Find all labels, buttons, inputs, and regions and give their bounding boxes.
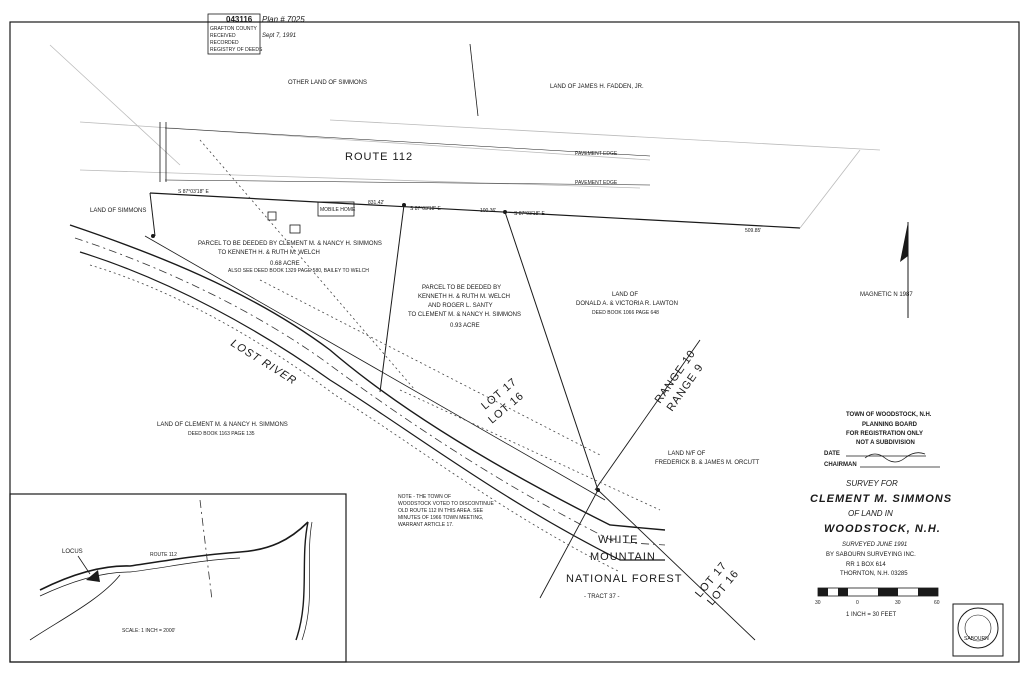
structures: MOBILE HOME [151, 122, 600, 492]
locus-label: LOCUS [62, 549, 83, 555]
north-arrow: MAGNETIC N 1987 [860, 222, 913, 318]
distance: 831.42' [368, 200, 384, 206]
label-national-forest: NATIONAL FOREST [566, 573, 682, 585]
stamp-line: RECEIVED [210, 33, 236, 39]
pavement-label: PAVEMENT EDGE [575, 180, 618, 186]
parcel2-line: PARCEL TO BE DEEDED BY [422, 285, 501, 291]
stamp-handwritten: Plan # 7025 [262, 15, 305, 24]
title-town: WOODSTOCK, N.H. [824, 523, 941, 535]
recording-stamp: 043116 GRAFTON COUNTY RECEIVED RECORDED … [207, 13, 305, 55]
scale-text: 1 INCH = 30 FEET [846, 612, 897, 618]
lost-river [69, 224, 666, 573]
scale-bar: 30 0 30 60 1 INCH = 30 FEET [815, 587, 940, 618]
route-label: ROUTE 112 [345, 151, 413, 163]
magnetic-label: MAGNETIC N 1987 [860, 292, 913, 298]
pb-town: TOWN OF WOODSTOCK, N.H. [846, 412, 932, 418]
clement-line: DEED BOOK 1163 PAGE 135 [188, 431, 255, 437]
mobile-home-label: MOBILE HOME [320, 207, 356, 213]
clement-line: LAND OF CLEMENT M. & NANCY H. SIMMONS [157, 422, 288, 428]
title-surveyed: SURVEYED JUNE 1991 [842, 542, 907, 548]
scale-tick: 60 [934, 600, 940, 606]
label-other-land: OTHER LAND OF SIMMONS [288, 80, 367, 86]
label-fadden: LAND OF JAMES H. FADDEN, JR. [550, 84, 644, 90]
stamp-line: REGISTRY OF DEEDS [210, 47, 263, 53]
note-line: WOODSTOCK VOTED TO DISCONTINUE [398, 501, 495, 507]
title-survey-for: SURVEY FOR [846, 479, 898, 488]
sheet-border [9, 21, 1020, 663]
distance: 100.36' [480, 208, 496, 214]
locus-map: LOCUS ROUTE 112 SCALE: 1 INCH = 2000' [9, 493, 347, 663]
note-line: NOTE - THE TOWN OF [398, 494, 451, 500]
parcel2-line: KENNETH H. & RUTH M. WELCH [418, 294, 510, 300]
parcel2-line: AND ROGER L. SANTY [428, 303, 493, 309]
bearing: S 87°03'18" E [410, 206, 442, 212]
pb-chairman: CHAIRMAN [824, 462, 857, 468]
pb-nsub: NOT A SUBDIVISION [856, 440, 915, 446]
parcel1-line: 0.68 ACRE [270, 261, 300, 267]
pb-board: PLANNING BOARD [862, 422, 918, 428]
lawton-line: DONALD A. & VICTORIA R. LAWTON [576, 301, 678, 307]
distance: 509.85' [745, 228, 761, 234]
stamp-line: RECORDED [210, 40, 239, 46]
planning-board-stamp: TOWN OF WOODSTOCK, N.H. PLANNING BOARD F… [824, 412, 940, 468]
parcel2-line: 0.93 ACRE [450, 323, 480, 329]
scale-tick: 0 [856, 600, 859, 606]
orcutt-line: FREDERICK B. & JAMES M. ORCUTT [655, 460, 760, 466]
bearing: S 87°03'18" E [514, 211, 546, 217]
title-of-land: OF LAND IN [848, 509, 893, 518]
label-land-simmons: LAND OF SIMMONS [90, 208, 146, 214]
pb-reg: FOR REGISTRATION ONLY [846, 431, 923, 437]
note-line: OLD ROUTE 112 IN THIS AREA. SEE [398, 508, 484, 514]
stamp-date: Sept 7, 1991 [262, 33, 296, 39]
label-mountain: MOUNTAIN [590, 551, 656, 563]
surveyor-seal: SABOURN [952, 603, 1004, 657]
note-line: WARRANT ARTICLE 17. [398, 522, 453, 528]
stamp-number: 043116 [226, 15, 253, 24]
pavement-label: PAVEMENT EDGE [575, 151, 618, 157]
seal-text: SABOURN [964, 636, 989, 642]
pb-date: DATE [824, 451, 840, 457]
title-name: CLEMENT M. SIMMONS [810, 493, 952, 505]
title-by: BY SABOURN SURVEYING INC. [826, 552, 916, 558]
lawton-line: LAND OF [612, 292, 638, 298]
locus-scale: SCALE: 1 INCH = 2000' [122, 628, 175, 634]
stamp-line: GRAFTON COUNTY [210, 26, 258, 32]
label-white: WHITE [598, 534, 638, 546]
title-addr1: RR 1 BOX 614 [846, 562, 886, 568]
parcel1-note: ALSO SEE DEED BOOK 1329 PAGE 580, BAILEY… [228, 268, 369, 274]
parcel1-line: PARCEL TO BE DEEDED BY CLEMENT M. & NANC… [198, 241, 382, 247]
parcel1-line: TO KENNETH H. & RUTH M. WELCH [218, 250, 320, 256]
note-line: MINUTES OF 1966 TOWN MEETING, [398, 515, 483, 521]
route-112: ROUTE 112 PAVEMENT EDGE PAVEMENT EDGE [79, 121, 651, 189]
locus-route: ROUTE 112 [150, 552, 177, 558]
title-addr2: THORNTON, N.H. 03285 [840, 571, 908, 577]
lawton-line: DEED BOOK 1066 PAGE 648 [592, 310, 659, 316]
bearing: S 87°03'18" E [178, 189, 210, 195]
scale-tick: 30 [815, 600, 821, 606]
label-tract: - TRACT 37 - [584, 594, 619, 600]
title-block: SURVEY FOR CLEMENT M. SIMMONS OF LAND IN… [810, 479, 952, 577]
orcutt-line: LAND N/F OF [668, 451, 706, 457]
parcel2-line: TO CLEMENT M. & NANCY H. SIMMONS [408, 312, 521, 318]
boundary-lines [49, 43, 881, 641]
scale-tick: 30 [895, 600, 901, 606]
